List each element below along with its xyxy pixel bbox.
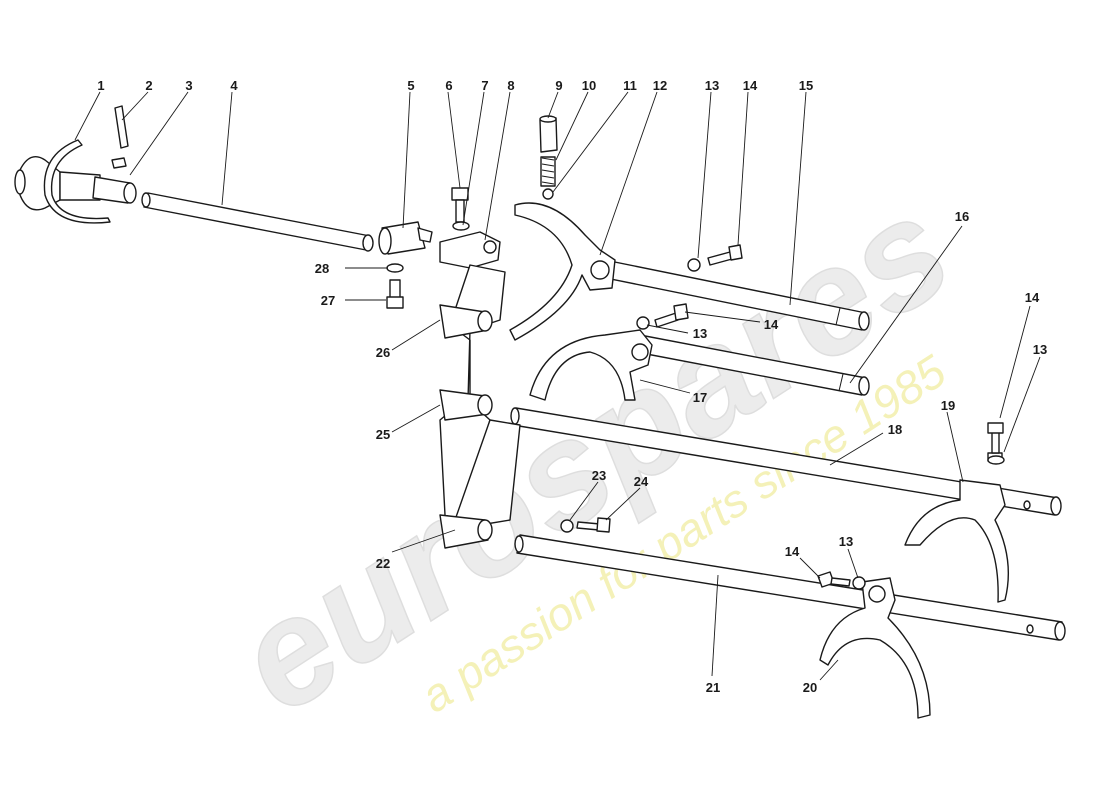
- washer-13-b: [636, 316, 650, 330]
- callout-5: 5: [407, 78, 414, 93]
- shift-rod-4: [141, 192, 374, 252]
- collar-5: [378, 221, 433, 255]
- leader-lines: [74, 91, 1041, 681]
- callout-25: 25: [376, 427, 390, 442]
- bolt-14-d: [817, 571, 851, 588]
- washer-23: [560, 519, 574, 533]
- shift-fork-17: [529, 329, 653, 401]
- callout-16: 16: [955, 209, 969, 224]
- lever-22: [439, 514, 493, 549]
- callout-15: 15: [799, 78, 813, 93]
- callout-24: 24: [634, 474, 649, 489]
- bolt-14-a: [707, 244, 743, 266]
- callout-13-mid: 13: [693, 326, 707, 341]
- bolt-27: [386, 279, 404, 309]
- callout-14-low: 14: [785, 544, 800, 559]
- lever-26: [439, 304, 493, 339]
- bolt-14-b: [654, 303, 689, 328]
- callout-17: 17: [693, 390, 707, 405]
- bolt-6: [451, 187, 470, 231]
- washer-28: [386, 263, 404, 273]
- callout-18: 18: [888, 422, 902, 437]
- callout-27: 27: [321, 293, 335, 308]
- callout-7: 7: [481, 78, 488, 93]
- callout-12: 12: [653, 78, 667, 93]
- washer-13-c: [987, 455, 1005, 465]
- washer-13-a: [687, 258, 701, 272]
- callout-19: 19: [941, 398, 955, 413]
- callout-13-right: 13: [1033, 342, 1047, 357]
- roll-pin: [114, 105, 129, 149]
- shift-rod-18: [510, 407, 1062, 516]
- callout-3: 3: [185, 78, 192, 93]
- plunger-9: [539, 115, 558, 153]
- bolt-24: [576, 517, 611, 533]
- callout-13-low: 13: [839, 534, 853, 549]
- callout-23: 23: [592, 468, 606, 483]
- clamp-8: [439, 231, 501, 269]
- callout-14-right: 14: [1025, 290, 1040, 305]
- callout-13-top: 13: [705, 78, 719, 93]
- shift-fork-19: [904, 479, 1009, 603]
- callout-1: 1: [97, 78, 104, 93]
- callout-8: 8: [507, 78, 514, 93]
- callout-22: 22: [376, 556, 390, 571]
- callout-14-mid: 14: [764, 317, 779, 332]
- spring-10: [540, 156, 556, 187]
- bolt-14-c: [987, 422, 1004, 462]
- shift-fork-12: [509, 202, 616, 341]
- callout-10: 10: [582, 78, 596, 93]
- callout-labels: 1 2 3 4 5 6 7 8 9 10 11 12 13 14 15 16 1…: [97, 78, 1047, 695]
- small-bolt-3: [111, 157, 127, 169]
- callout-4: 4: [230, 78, 238, 93]
- callout-11: 11: [623, 78, 637, 93]
- callout-20: 20: [803, 680, 817, 695]
- washer-13-d: [852, 576, 866, 590]
- callout-21: 21: [706, 680, 720, 695]
- callout-28: 28: [315, 261, 329, 276]
- lever-25: [439, 389, 493, 421]
- callout-9: 9: [555, 78, 562, 93]
- callout-14-top: 14: [743, 78, 758, 93]
- shift-fork-20: [819, 577, 931, 719]
- callout-26: 26: [376, 345, 390, 360]
- ball-11: [542, 188, 554, 200]
- callout-6: 6: [445, 78, 452, 93]
- callout-2: 2: [145, 78, 152, 93]
- retaining-clip: [43, 139, 111, 224]
